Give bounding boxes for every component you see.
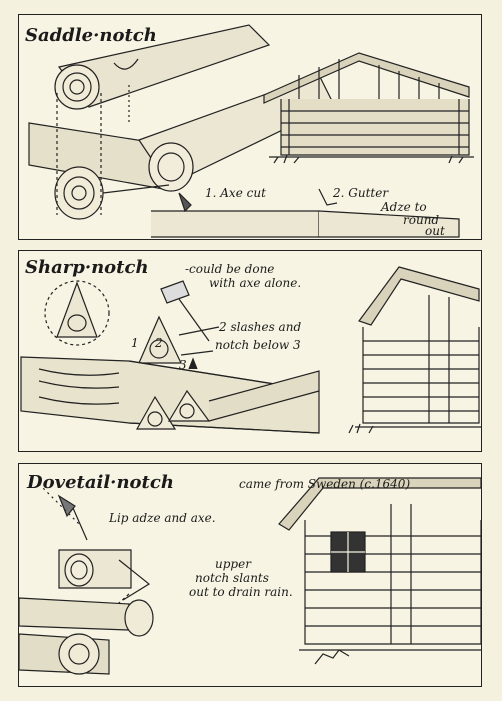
- saddle-notch-drawing: [28, 24, 474, 238]
- sharp-notch-label: notch below 3: [215, 338, 301, 352]
- dovetail-notch-panel: Dovetail·notch came from Sweden (c.1640)…: [18, 463, 482, 687]
- sharp-step-2: 2: [155, 336, 163, 350]
- sharp-note-line2: with axe alone.: [209, 276, 302, 290]
- sharp-step-3: 3: [179, 358, 187, 372]
- saddle-step1-label: 1. Axe cut: [205, 186, 266, 200]
- dovetail-upper-line3: out to drain rain.: [189, 585, 293, 599]
- sharp-notch-title: Sharp·notch: [25, 257, 149, 278]
- sharp-notch-drawing: [20, 266, 481, 434]
- saddle-notch-title: Saddle·notch: [25, 25, 157, 46]
- sharp-note-line1: -could be done: [185, 262, 275, 276]
- saddle-notch-panel: Saddle·notch 1. Axe cut 2. Gutter Adze t…: [18, 14, 482, 240]
- dovetail-notch-drawing: [19, 477, 481, 675]
- dovetail-origin-label: came from Sweden (c.1640): [239, 477, 411, 491]
- sharp-slashes-label: 2 slashes and: [219, 320, 302, 334]
- dovetail-upper-line1: upper: [215, 557, 251, 571]
- dovetail-notch-title: Dovetail·notch: [27, 472, 174, 493]
- sharp-notch-panel: Sharp·notch -could be done with axe alon…: [18, 250, 482, 452]
- saddle-step2-label: 2. Gutter: [333, 186, 389, 200]
- saddle-step2c-label: round: [403, 213, 440, 227]
- dovetail-upper-line2: notch slants: [195, 571, 269, 585]
- saddle-step2b-label: Adze to: [381, 200, 427, 214]
- dovetail-tool-label: Lip adze and axe.: [109, 511, 216, 525]
- sharp-step-1: 1: [131, 336, 139, 350]
- saddle-step2d-label: out: [425, 224, 445, 238]
